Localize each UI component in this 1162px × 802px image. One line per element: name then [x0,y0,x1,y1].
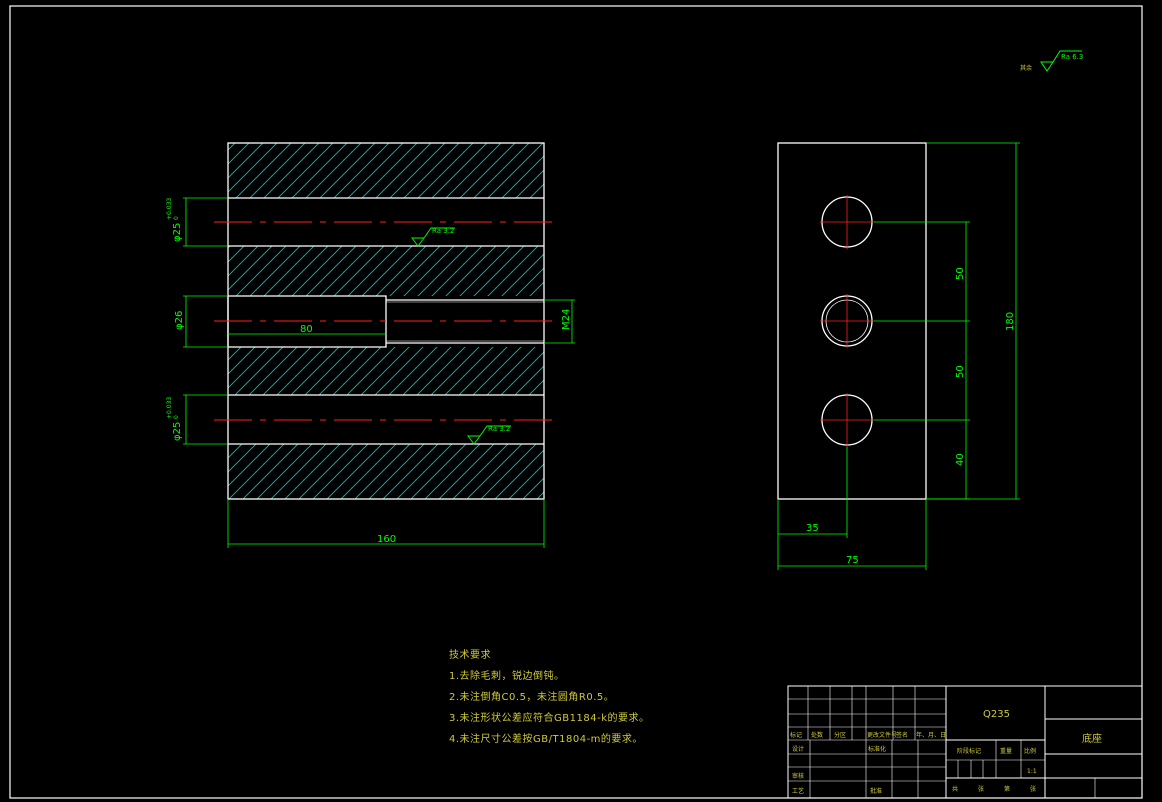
dim-side-height: 180 [1005,312,1016,331]
dim-middle-bore-diameter: φ26 [174,311,185,330]
technical-requirements: 技术要求 1.去除毛刺，锐边倒钝。 2.未注倒角C0.5，未注圆角R0.5。 3… [449,645,650,750]
hatch-band-4 [228,444,544,499]
hatch-band-3 [228,347,544,395]
hatch-band-2 [228,246,544,296]
tb-scale-value: 1:1 [1027,768,1037,775]
tb-sheet-no: 第 [1004,785,1010,793]
side-view: 50 50 40 180 35 75 [777,142,1020,570]
front-section-view: Ra 3.2 Ra 3.2 φ25 +0.033 0 φ26 φ25 +0.03… [166,142,575,548]
general-roughness-symbol: 其余 Ra 6.3 [1020,50,1083,72]
dim-hole-offset: 35 [806,523,819,534]
dim-hole-spacing-middle: 50 [955,365,966,378]
tb-header-change-doc: 更改文件号 [867,731,897,739]
dim-lower-bore-diameter: φ25 [172,422,183,441]
tb-approve-label: 批准 [870,787,882,795]
drawing-border [9,5,1143,799]
roughness-upper-bore: Ra 3.2 [432,227,454,235]
tb-sheet-unit-2: 张 [1030,785,1036,793]
tb-weight-label: 重量 [1000,747,1012,755]
dim-step-length: 80 [300,324,313,335]
dim-bottom-offset: 40 [955,453,966,466]
tb-header-sign: 签名 [896,731,908,739]
tb-standardization-label: 标准化 [868,745,886,753]
technical-requirements-heading: 技术要求 [449,650,491,661]
technical-requirement-4: 4.未注尺寸公差按GB/T1804-m的要求。 [449,734,643,745]
general-roughness-value: Ra 6.3 [1061,53,1083,61]
tb-review-label: 审核 [792,772,804,780]
title-block: 标记 处数 分区 更改文件号 签名 年、月、日 设计 标准化 审核 工艺 批准 … [787,685,1143,799]
tb-part-name: 底座 [1082,732,1102,745]
tb-header-date: 年、月、日 [916,731,946,739]
tb-designer-label: 设计 [792,745,804,753]
tb-scale-label: 比例 [1024,747,1036,755]
dim-overall-length: 160 [377,534,396,545]
tb-header-count: 处数 [811,731,823,739]
technical-requirement-1: 1.去除毛刺，锐边倒钝。 [449,671,565,682]
roughness-lower-bore: Ra 3.2 [488,425,510,433]
dim-hole-spacing-top: 50 [955,267,966,280]
general-roughness-prefix: 其余 [1020,64,1032,72]
technical-requirement-2: 2.未注倒角C0.5，未注圆角R0.5。 [449,692,615,703]
dim-thread-size: M24 [561,309,572,330]
dim-lower-bore-tol-lower: 0 [173,415,180,419]
tb-stage-mark-label: 阶段标记 [957,747,981,755]
dim-upper-bore-tol-lower: 0 [173,216,180,220]
hatch-band-1 [228,143,544,198]
tb-sheet-total: 共 [952,785,958,793]
dim-upper-bore-diameter: φ25 [172,223,183,242]
dim-lower-bore-tol-upper: +0.033 [166,397,173,419]
technical-requirement-3: 3.未注形状公差应符合GB1184-k的要求。 [449,713,650,724]
tb-material: Q235 [983,709,1010,720]
tb-process-label: 工艺 [792,787,804,795]
tb-header-mark: 标记 [790,731,802,739]
tb-header-zone: 分区 [834,731,846,739]
dim-side-width: 75 [846,555,859,566]
tb-sheet-unit-1: 张 [978,785,984,793]
dim-upper-bore-tol-upper: +0.033 [166,198,173,220]
